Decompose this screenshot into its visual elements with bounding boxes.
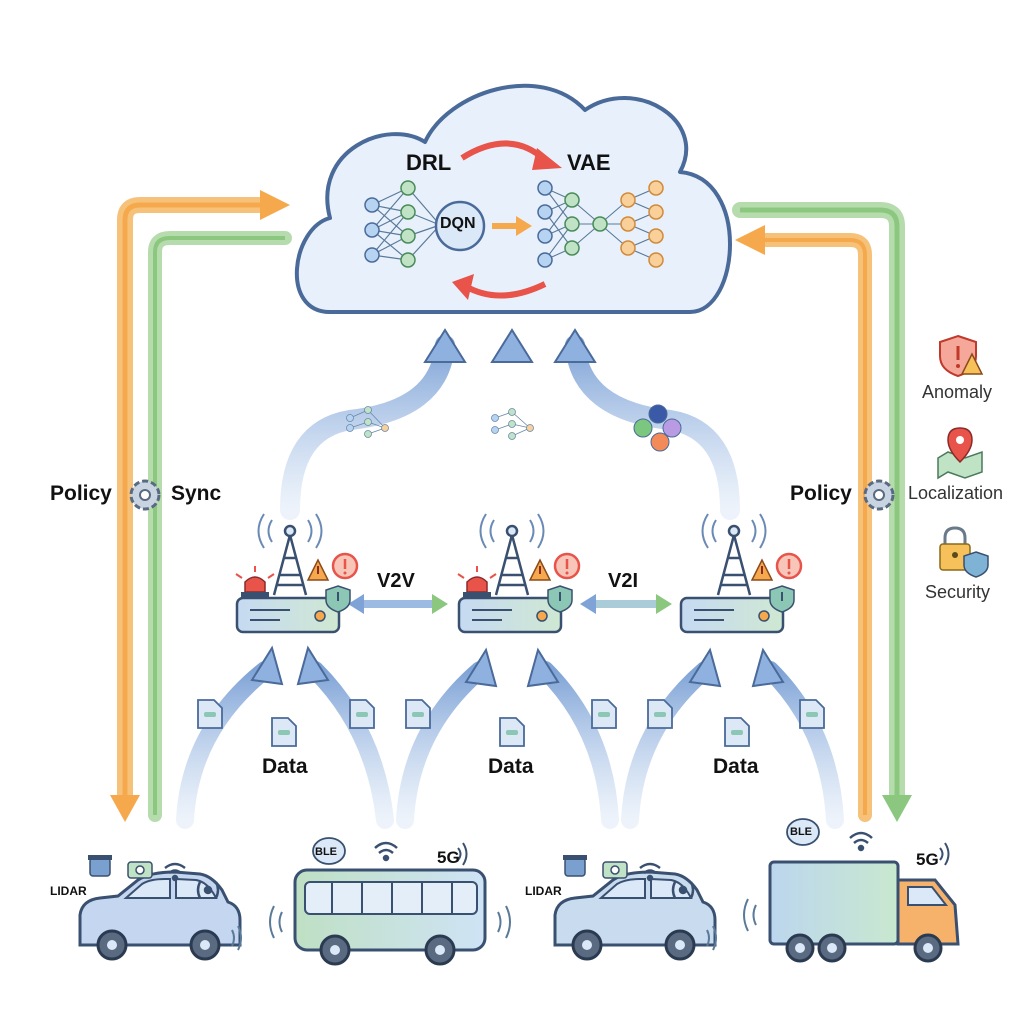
- location-pin-icon: [937, 427, 983, 480]
- gear-icon: [129, 479, 161, 511]
- edge-node-1: [235, 513, 359, 634]
- document-icon: [197, 699, 223, 729]
- wifi-icon: [639, 862, 661, 882]
- drl-vae-cycle-arrows: [452, 140, 562, 300]
- document-icon: [405, 699, 431, 729]
- car-1: [78, 855, 242, 961]
- dqn-label: DQN: [440, 215, 476, 232]
- document-icon: [799, 699, 825, 729]
- signal-icon: [671, 881, 695, 899]
- data-upload-arrowheads: [250, 645, 785, 688]
- left-policy-label: Policy: [50, 482, 112, 505]
- ble-badge: [786, 818, 820, 846]
- model-update-icon-2: [491, 408, 534, 440]
- signal-icon: [196, 881, 220, 899]
- legend-security-label: Security: [925, 582, 991, 602]
- truck-cargo: [768, 860, 900, 946]
- sync-label: Sync: [171, 482, 222, 505]
- wifi-icon: [164, 862, 186, 882]
- data-label: Data: [262, 755, 308, 778]
- right-policy-loop: [732, 202, 912, 822]
- v2i-label: V2I: [608, 570, 639, 592]
- data-packet-icons: [197, 699, 825, 747]
- car-1-lidar-label: LIDAR: [50, 884, 87, 898]
- v2v-link-arrow: [348, 594, 448, 614]
- lidar-sensor-icon: [88, 855, 112, 877]
- truck-5g-label: 5G: [916, 850, 939, 869]
- policy-arrowhead-right: [260, 190, 290, 220]
- data-label: Data: [713, 755, 759, 778]
- ble-badge: [312, 837, 346, 865]
- camera-icon: [602, 861, 628, 879]
- tower-icon: [479, 513, 545, 596]
- alert-icon: [775, 552, 803, 580]
- alarm-light-icon: [235, 566, 275, 598]
- car-2: [553, 855, 717, 961]
- alert-icon: [553, 552, 581, 580]
- alert-icon: [331, 552, 359, 580]
- lidar-sensor-icon: [563, 855, 587, 877]
- model-update-icon-1: [346, 406, 389, 438]
- lock-icon: [939, 526, 989, 578]
- cloud: [295, 83, 732, 314]
- bus-ble-label: BLE: [315, 846, 337, 858]
- camera-icon: [127, 861, 153, 879]
- alarm-light-icon: [457, 566, 497, 598]
- drl-network-icon: [364, 180, 486, 268]
- car-2-lidar-label: LIDAR: [525, 884, 562, 898]
- document-icon: [499, 717, 525, 747]
- legend-anomaly-label: Anomaly: [922, 382, 993, 402]
- document-icon: [724, 717, 750, 747]
- truck: [743, 818, 960, 963]
- document-icon: [647, 699, 673, 729]
- edge-server-box: [679, 596, 785, 634]
- truck-ble-label: BLE: [790, 826, 812, 838]
- vae-network-icon: [537, 180, 664, 268]
- dqn-node: [434, 200, 486, 252]
- wifi-icon: [374, 841, 398, 862]
- wifi-icon: [849, 831, 873, 852]
- edge-server-box: [457, 596, 563, 634]
- warning-icon: [306, 558, 330, 581]
- edge-node-3: [679, 513, 803, 634]
- document-icon: [591, 699, 617, 729]
- bus: [269, 837, 511, 966]
- uplink-arrowheads: [423, 328, 597, 363]
- tower-icon: [701, 513, 767, 596]
- v2v-label: V2V: [377, 570, 415, 592]
- v2i-link-arrow: [580, 594, 672, 614]
- warning-icon: [750, 558, 774, 581]
- edge-node-2: [457, 513, 581, 634]
- vae-label: VAE: [567, 150, 611, 175]
- left-policy-loop: [110, 190, 292, 822]
- document-icon: [349, 699, 375, 729]
- document-icon: [271, 717, 297, 747]
- warning-icon: [528, 558, 552, 581]
- right-policy-label: Policy: [790, 482, 852, 505]
- shield-icon: [769, 585, 795, 613]
- tower-icon: [257, 513, 323, 596]
- drl-label: DRL: [406, 150, 452, 175]
- shield-icon: [547, 585, 573, 613]
- anomaly-icon: [939, 334, 984, 378]
- legend-localization-label: Localization: [908, 483, 1004, 503]
- shield-icon: [325, 585, 351, 613]
- edge-server-box: [235, 596, 341, 634]
- bus-5g-label: 5G: [437, 848, 460, 867]
- data-label: Data: [488, 755, 534, 778]
- latent-space-icon: [633, 404, 682, 452]
- gear-icon: [863, 479, 895, 511]
- data-upload-flows: [176, 661, 844, 829]
